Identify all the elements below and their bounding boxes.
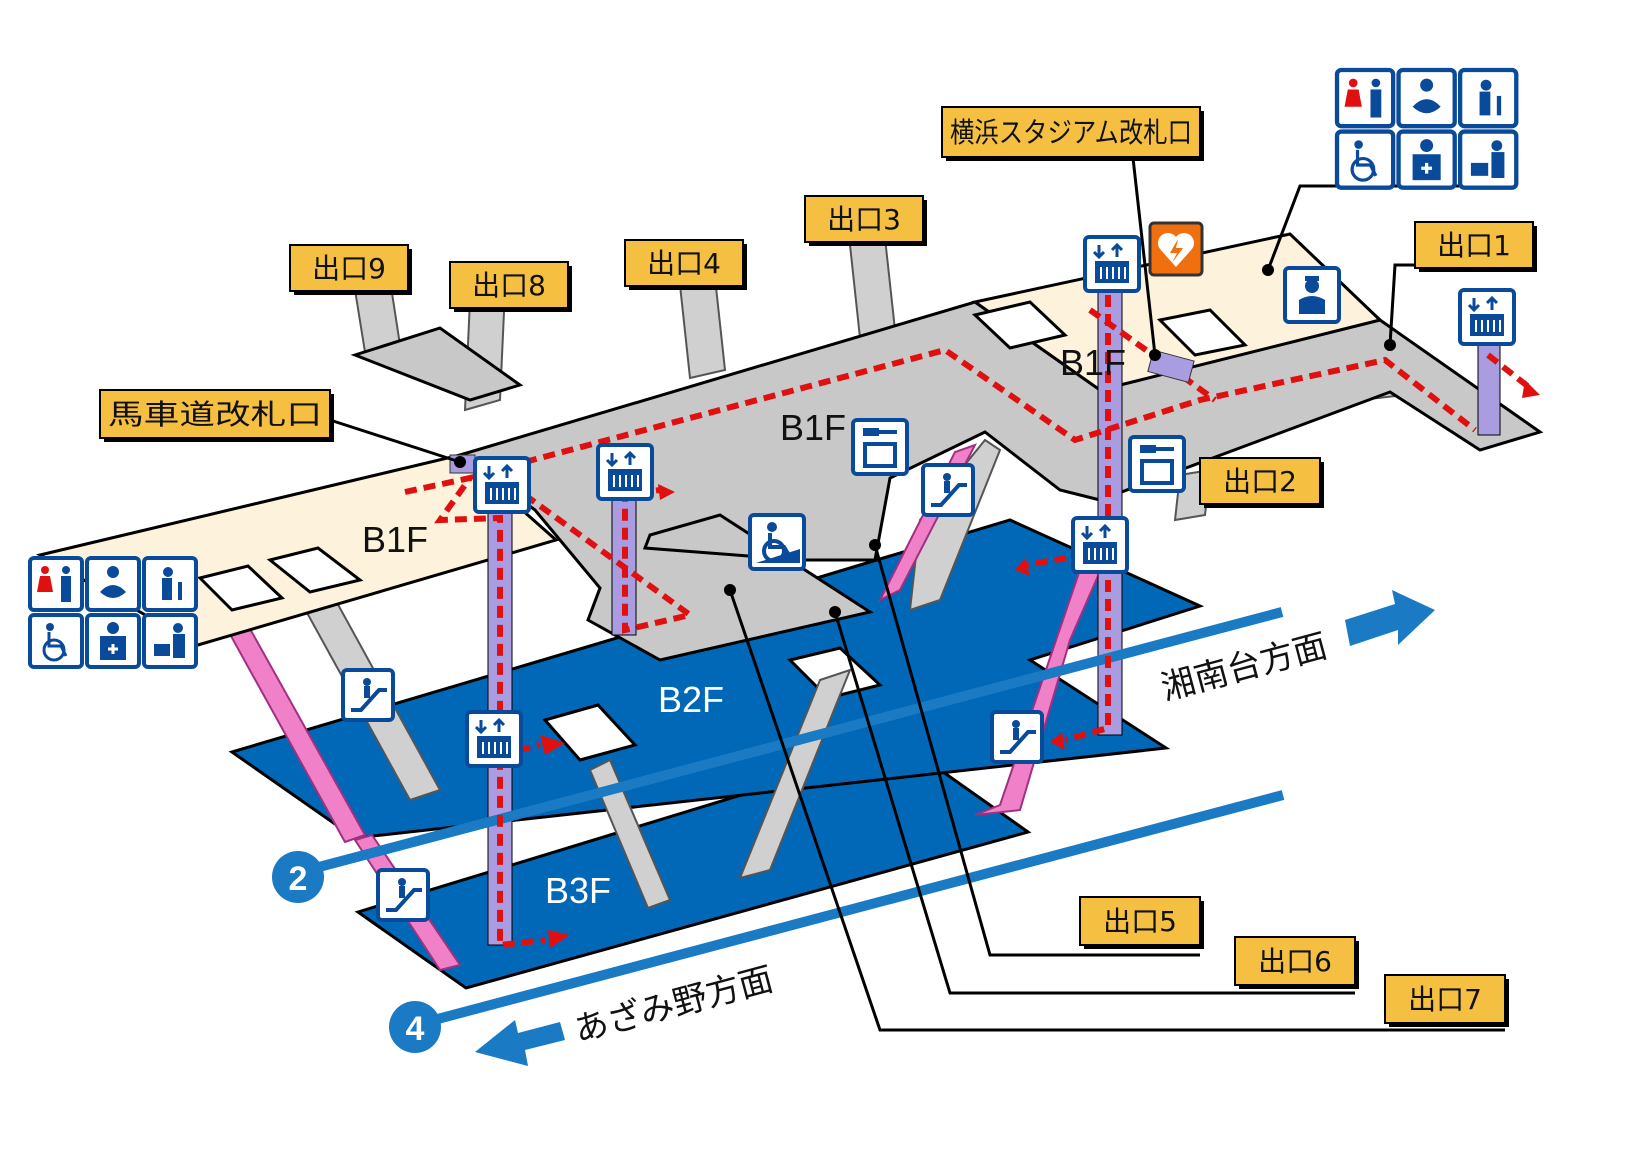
accessible-toilet-icon [1337,132,1393,188]
exit-7-label: 出口7 [1384,974,1509,1027]
exit-1-label-text: 出口1 [1437,229,1511,262]
leader-lines [329,157,1505,1032]
exit-5-label-text: 出口5 [1103,905,1177,938]
track-line-2 [298,607,1284,877]
coin-locker-icon [1128,435,1186,493]
gate-yokohama-stadium-label-text: 横浜スタジアム改札口 [950,116,1192,149]
baby-seat-icon [1460,70,1516,126]
exit-5-label: 出口5 [1079,896,1204,949]
floor-label-b1f-center: B1F [780,407,846,448]
escalator-icon [376,868,430,922]
exit-8-label-text: 出口8 [472,269,546,302]
floor-label-b1f-west: B1F [362,519,428,560]
exit-6-label: 出口6 [1234,936,1359,989]
arrow-shonandai [1345,590,1435,646]
elevator-icon [1458,288,1516,346]
track-2-number: 2 [289,860,308,898]
elevator-icon [465,710,523,768]
exit-7-label-text: 出口7 [1408,983,1482,1016]
elevator-icon [473,456,531,514]
toilet-icon [28,556,84,612]
facility-icons-east [1337,70,1516,188]
track-4-badge [389,1001,441,1053]
floor-label-b3f: B3F [545,870,611,911]
track-2-badge [272,851,324,903]
exit-9-label-text: 出口9 [312,252,386,285]
coin-locker-icon [851,418,909,476]
floor-label-b1f-east: B1F [1060,342,1126,383]
toilet-icon [1337,70,1393,126]
station-staff-icon [1283,266,1341,324]
exit-1-label: 出口1 [1414,221,1537,272]
baby-care-icon [1399,70,1455,126]
track-4-number: 4 [406,1010,425,1048]
exit-8-label: 出口8 [449,261,572,312]
accessible-toilet-icon [28,613,84,669]
exit-4-label-text: 出口4 [647,247,721,280]
platform-b3f [354,743,1032,990]
elevator-icon [596,443,654,501]
b1f-corridor [456,300,1544,662]
escalator-icon [990,710,1044,764]
facility-icons-west [28,556,198,669]
exit-3-label: 出口3 [804,195,927,246]
exit-4-label: 出口4 [624,239,747,290]
escalator-icon [341,668,395,722]
elevator-icon [1071,516,1129,574]
ostomate-icon [1399,132,1455,188]
aed-icon [1148,221,1204,277]
exit-3-label-text: 出口3 [827,203,901,236]
gate-yokohama-stadium-label: 横浜スタジアム改札口 [941,106,1204,161]
gate-bashamichi-label-text: 馬車道改札口 [108,398,322,431]
exit-9-label: 出口9 [289,244,412,295]
baby-care-icon [85,556,141,612]
diaper-change-icon [142,613,198,669]
diaper-change-icon [1460,132,1516,188]
floor-label-b2f: B2F [658,679,724,720]
exit-6-label-text: 出口6 [1258,945,1332,978]
track-line-4 [413,790,1285,1030]
gate-bashamichi-label: 馬車道改札口 [99,389,334,442]
route-arrowheads [540,380,1540,948]
exit-2-label-text: 出口2 [1223,465,1297,498]
ostomate-icon [85,613,141,669]
baby-seat-icon [142,556,198,612]
arrow-azamino [475,1020,565,1066]
exit-2-label: 出口2 [1199,457,1324,508]
elevator-icon [1083,235,1141,293]
wheelchair-ramp-icon [748,513,806,571]
escalator-icon [921,463,975,517]
